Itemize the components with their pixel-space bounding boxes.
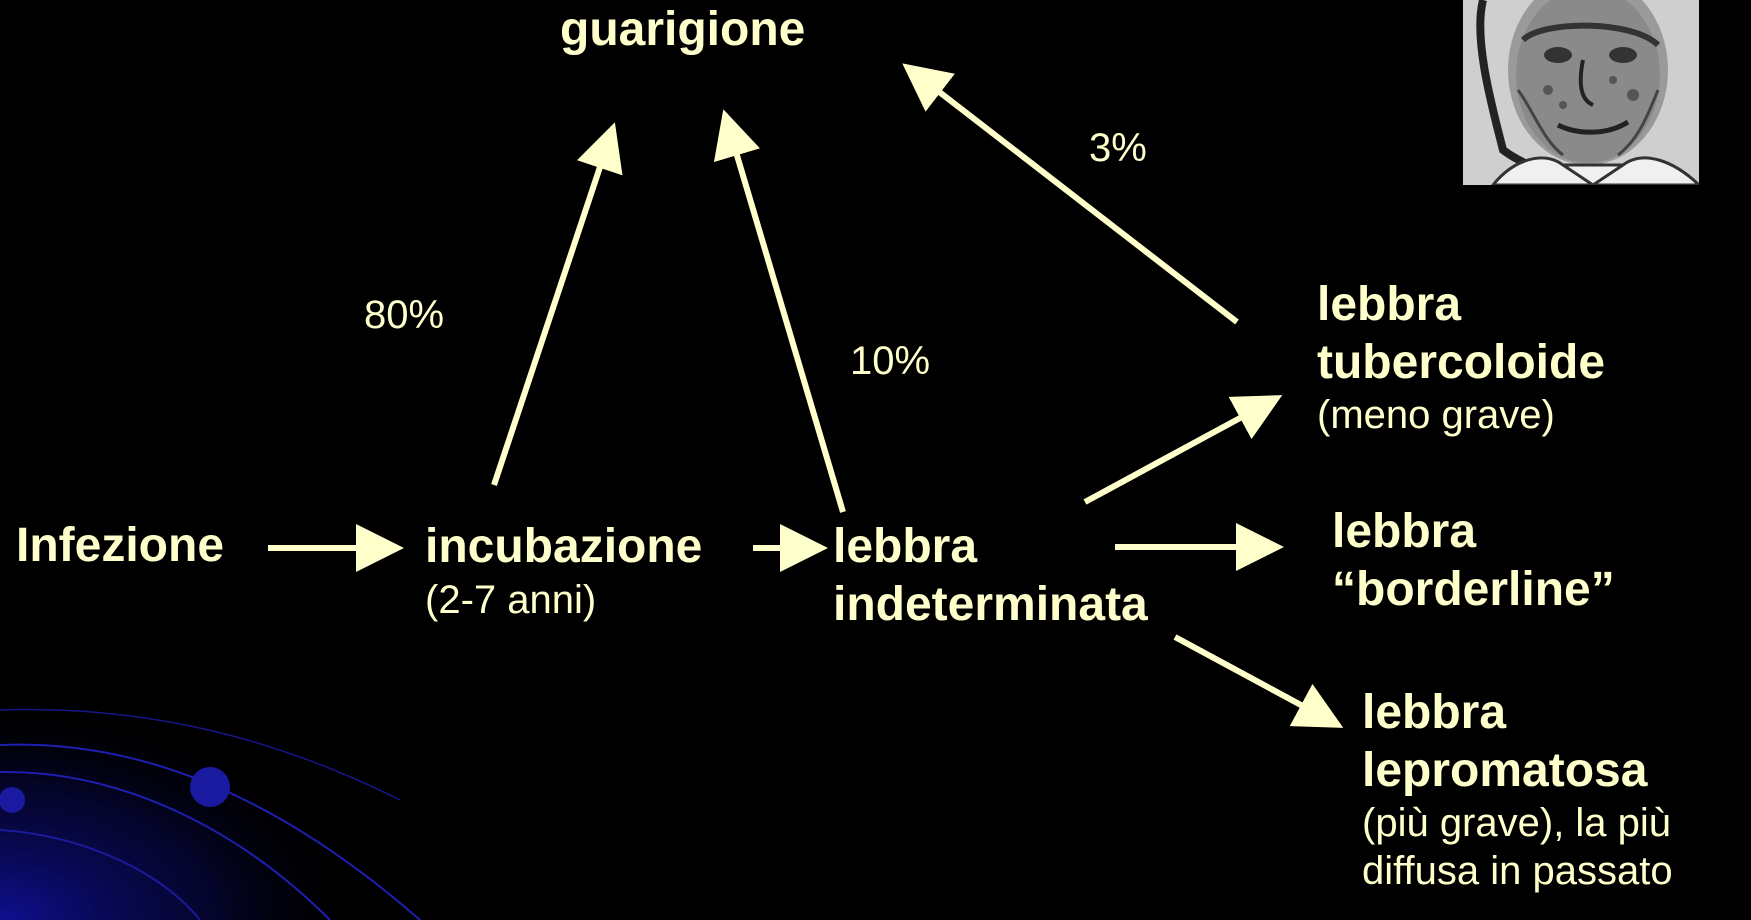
decorative-curve xyxy=(0,708,401,801)
lepromatosa-note1: (più grave), la più xyxy=(1362,801,1672,846)
portrait-sketch xyxy=(1463,0,1699,185)
arrow-indeterminata-to-guarigione xyxy=(713,109,846,513)
incubazione-title: incubazione xyxy=(425,520,703,573)
node-incubazione: incubazione (2-7 anni) xyxy=(425,518,702,624)
blue-glow xyxy=(0,700,360,920)
node-lepromatosa: lebbra lepromatosa (più grave), la più d… xyxy=(1362,684,1673,895)
arrow-incubazione-to-guarigione xyxy=(491,122,623,486)
arrow-tubercoloide-to-guarigione xyxy=(902,63,1239,325)
arrow-indeterminata-to-lepromatosa xyxy=(1173,634,1344,728)
decorative-dot xyxy=(190,767,230,807)
lepromatosa-line1: lebbra xyxy=(1362,686,1507,739)
percent-3: 3% xyxy=(1089,126,1147,170)
lepromatosa-line2: lepromatosa xyxy=(1362,743,1648,797)
decorative-curve xyxy=(0,829,201,920)
tubercoloide-line1: lebbra xyxy=(1317,278,1462,331)
node-indeterminata: lebbra indeterminata xyxy=(833,518,1148,633)
indeterminata-line1: lebbra xyxy=(833,520,978,573)
node-tubercoloide: lebbra tubercoloide (meno grave) xyxy=(1317,276,1605,439)
decorative-curve xyxy=(0,770,331,920)
incubazione-note: (2-7 anni) xyxy=(425,577,597,622)
indeterminata-line2: indeterminata xyxy=(833,577,1148,631)
patient-portrait-image xyxy=(1463,0,1699,185)
tubercoloide-note: (meno grave) xyxy=(1317,393,1555,438)
node-infezione: Infezione xyxy=(16,519,225,572)
percent-10: 10% xyxy=(850,339,931,383)
lepromatosa-note2: diffusa in passato xyxy=(1362,849,1673,894)
arrow-indeterminata-to-tubercoloide xyxy=(1083,395,1283,505)
percent-80: 80% xyxy=(364,293,445,337)
node-borderline: lebbra “borderline” xyxy=(1332,503,1615,618)
decorative-dot xyxy=(0,787,25,813)
node-guarigione: guarigione xyxy=(560,3,806,56)
tubercoloide-line2: tubercoloide xyxy=(1317,335,1606,389)
borderline-line2: “borderline” xyxy=(1332,562,1615,616)
borderline-line1: lebbra xyxy=(1332,505,1477,558)
